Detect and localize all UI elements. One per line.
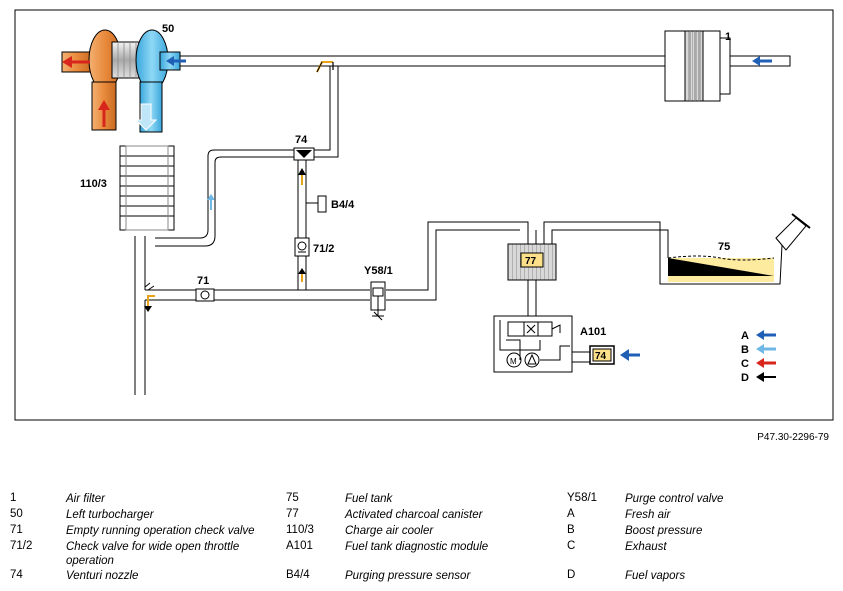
flow-key-d: D bbox=[741, 372, 749, 384]
fuel-tank bbox=[659, 213, 811, 285]
arrow-boost-out bbox=[134, 103, 158, 131]
flow-key-c: C bbox=[741, 358, 749, 370]
legend-value: Fuel tank bbox=[345, 493, 393, 505]
legend-value: Empty running operation check valve bbox=[66, 525, 255, 537]
legend-key: 1 bbox=[10, 492, 17, 504]
arrow-fresh-air-filter bbox=[752, 56, 772, 66]
legend-key: 71/2 bbox=[10, 540, 33, 552]
label-module-venturi: 74 bbox=[595, 351, 607, 362]
arrow-vapor-71-2 bbox=[298, 268, 306, 282]
flow-legend: A B C D bbox=[741, 330, 776, 384]
arrow-fresh-air-module bbox=[620, 349, 640, 361]
label-turbocharger: 50 bbox=[162, 23, 174, 35]
legend-value: Charge air cooler bbox=[345, 525, 434, 537]
legend-value: Venturi nozzle bbox=[66, 570, 139, 582]
charcoal-canister bbox=[507, 243, 557, 281]
diagnostic-module: M bbox=[493, 315, 573, 373]
component-legend: 1 Air filter 50 Left turbocharger 71 Emp… bbox=[0, 488, 843, 588]
flow-arrow-a bbox=[756, 330, 776, 340]
label-fuel-tank: 75 bbox=[718, 241, 730, 253]
legend-key: B4/4 bbox=[286, 569, 310, 581]
label-diagnostic-module: A101 bbox=[580, 326, 606, 338]
label-air-filter: 1 bbox=[725, 31, 731, 43]
legend-key: 110/3 bbox=[286, 524, 314, 536]
arrow-exhaust-in bbox=[98, 100, 110, 127]
legend-key: D bbox=[567, 569, 576, 581]
purging-pressure-sensor bbox=[306, 195, 327, 213]
label-purging-pressure-sensor: B4/4 bbox=[331, 199, 355, 211]
arrow-vapor-cooler bbox=[144, 282, 155, 312]
purge-control-valve bbox=[370, 281, 386, 321]
flow-arrow-c bbox=[756, 358, 776, 368]
legend-key: A bbox=[567, 508, 575, 520]
flow-key-a: A bbox=[741, 330, 749, 342]
legend-key: 71 bbox=[10, 524, 23, 536]
svg-text:M: M bbox=[510, 357, 517, 366]
legend-value: Fuel vapors bbox=[625, 570, 686, 582]
legend-value: Left turbocharger bbox=[66, 509, 154, 521]
turbocharger bbox=[61, 29, 181, 133]
module-venturi bbox=[589, 345, 615, 365]
legend-key: 50 bbox=[10, 508, 23, 520]
flow-key-b: B bbox=[741, 344, 749, 356]
check-valve-wot bbox=[294, 237, 310, 257]
legend-key: B bbox=[567, 524, 575, 536]
label-purge-control-valve: Y58/1 bbox=[364, 265, 393, 277]
legend-key: C bbox=[567, 540, 576, 552]
legend-value: Purging pressure sensor bbox=[345, 570, 471, 582]
legend-value: Boost pressure bbox=[625, 525, 703, 537]
legend-value: Air filter bbox=[66, 493, 105, 505]
legend-value: Purge control valve bbox=[625, 493, 724, 505]
flow-arrow-d bbox=[756, 372, 776, 382]
arrow-boost-pipe bbox=[207, 194, 215, 210]
arrow-vapor-venturi bbox=[316, 61, 334, 73]
venturi-nozzle bbox=[293, 147, 315, 161]
legend-key: A101 bbox=[286, 540, 313, 552]
legend-value: Fuel tank diagnostic module bbox=[345, 541, 489, 553]
legend-value: Activated charcoal canister bbox=[345, 509, 483, 521]
fuel-vapor-system-diagram: 1 50 110/3 bbox=[14, 9, 834, 421]
label-charcoal-canister: 77 bbox=[525, 256, 537, 267]
arrow-exhaust-out bbox=[62, 56, 90, 68]
label-venturi-nozzle: 74 bbox=[295, 134, 308, 146]
flow-arrow-b bbox=[756, 344, 776, 354]
label-charge-air-cooler: 110/3 bbox=[80, 178, 107, 190]
pipes bbox=[134, 55, 791, 395]
legend-value: Exhaust bbox=[625, 541, 667, 553]
legend-key: 77 bbox=[286, 508, 299, 520]
figure-reference: P47.30-2296-79 bbox=[757, 432, 829, 443]
legend-value: Check valve for wide open throttle opera… bbox=[66, 541, 240, 567]
legend-key: 74 bbox=[10, 569, 23, 581]
arrow-fresh-air-turbo bbox=[166, 56, 186, 66]
charge-air-cooler bbox=[119, 145, 175, 231]
air-filter bbox=[664, 30, 731, 102]
legend-value: Fresh air bbox=[625, 509, 671, 521]
label-check-valve-idle: 71 bbox=[197, 275, 209, 287]
check-valve-idle bbox=[195, 288, 215, 302]
label-check-valve-wot: 71/2 bbox=[313, 243, 334, 255]
legend-key: Y58/1 bbox=[567, 492, 598, 504]
legend-key: 75 bbox=[286, 492, 299, 504]
arrow-vapor-up bbox=[298, 168, 306, 185]
